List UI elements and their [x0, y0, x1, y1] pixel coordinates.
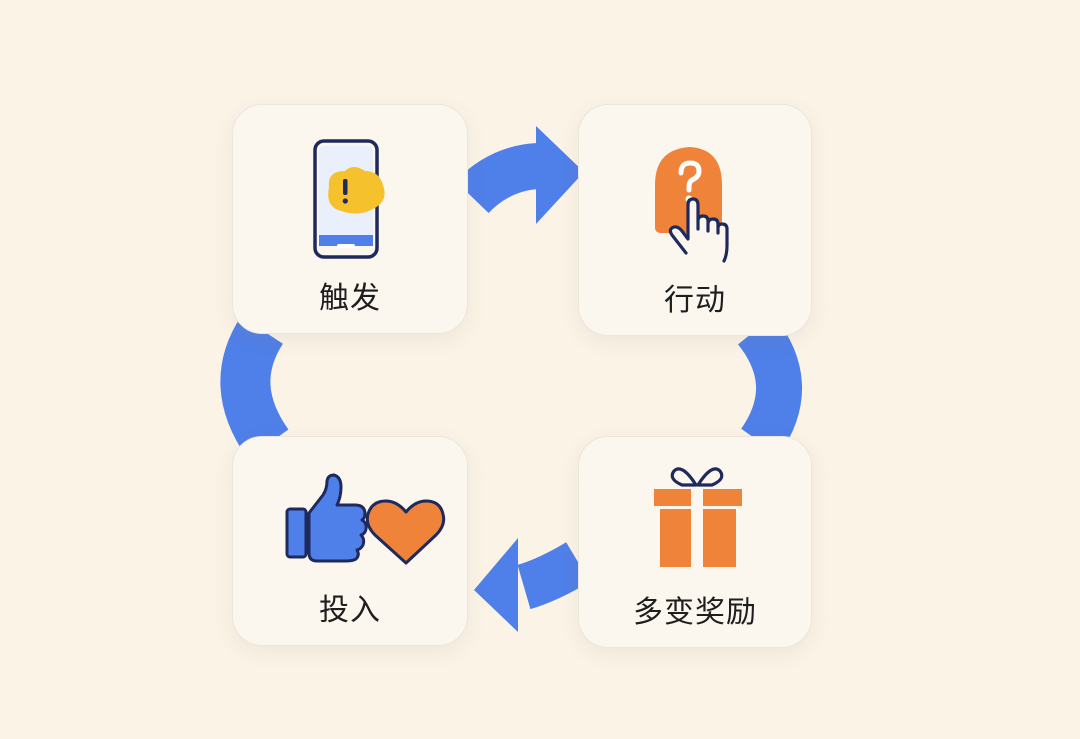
tap-question-icon [655, 147, 729, 263]
arrow-invest-to-trigger [220, 316, 289, 459]
step-card-trigger: 触发 [232, 104, 468, 334]
gift-icon [654, 467, 742, 567]
step-label: 投入 [319, 593, 381, 628]
step-label: 行动 [664, 283, 726, 318]
thumbs-up-heart-icon [285, 473, 446, 565]
step-label: 触发 [319, 281, 381, 316]
step-card-action: 行动 [578, 104, 812, 336]
arrow-reward-to-invest [474, 538, 590, 632]
step-label: 多变奖励 [633, 595, 757, 630]
step-card-invest: 投入 [232, 436, 468, 646]
arrow-trigger-to-action [455, 126, 584, 224]
phone-alert-icon [313, 139, 385, 259]
step-card-reward: 多变奖励 [578, 436, 812, 648]
arrow-action-to-reward [737, 315, 802, 456]
